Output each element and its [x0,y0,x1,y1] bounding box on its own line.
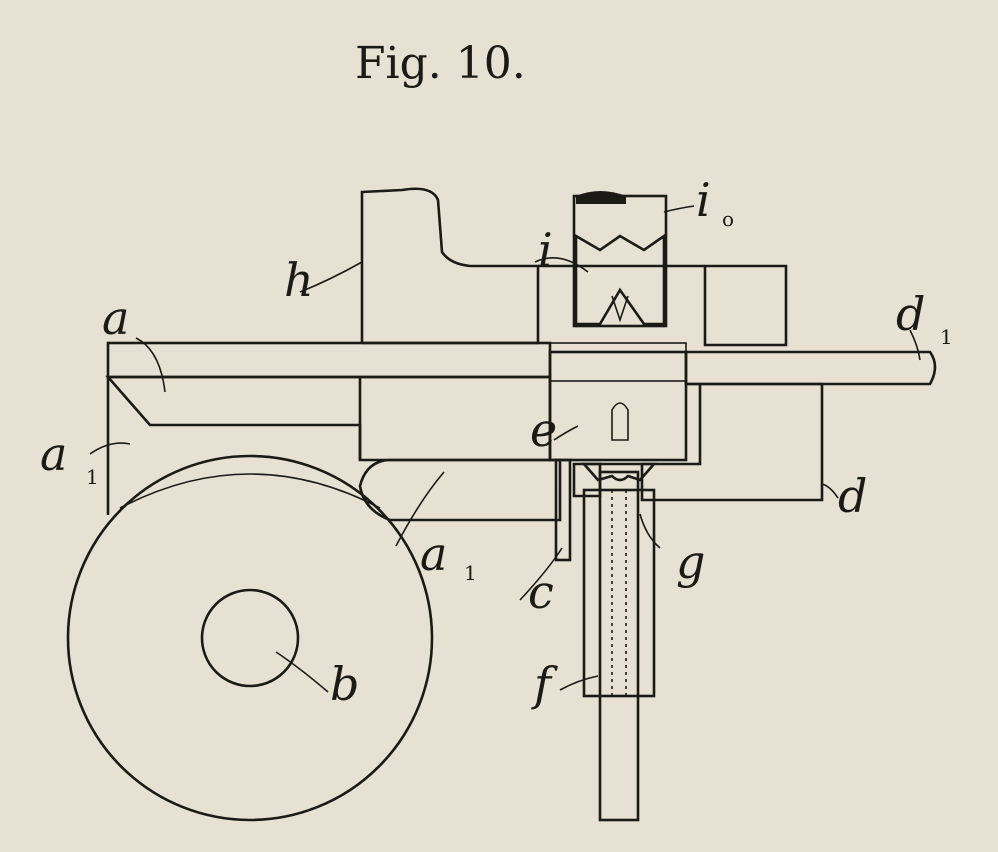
feed-wheel-hub [200,588,300,688]
plunger-head [581,462,657,482]
lower-slide-a1 [358,458,562,522]
label-i: i [538,223,553,277]
plunger-f [598,470,640,822]
punch-insert-i [574,233,666,326]
label-c: c [528,565,554,619]
guide-sleeve-c [554,458,572,562]
label-g: g [676,535,705,589]
ejector-e [611,402,629,441]
label-a1-left: a [40,427,67,481]
punch-notch [611,295,629,323]
leader-lines [89,205,921,693]
label-d: d [838,469,867,523]
label-a1-right: a [420,527,447,581]
label-f: f [531,657,558,711]
plunger-sleeve-g [582,488,656,698]
clamp-block-h [360,187,540,345]
label-i0: i [696,173,711,227]
plate-top-strip-right-d1 [684,350,937,386]
wheel-rim-shade [119,473,381,509]
clamp-block-h-right [703,264,788,347]
label-a1-left-sub: 1 [86,465,99,489]
label-h: h [284,253,314,307]
label-i0-sub: o [722,207,734,231]
feed-wheel-b [66,454,434,822]
label-e: e [530,403,557,457]
punch-stem-i [572,194,668,328]
label-d1-sub: 1 [940,325,953,349]
slide-plate-a [105,375,552,462]
die-bore [548,350,688,462]
plate-top-strip [106,341,552,379]
punch-cap-i0 [576,191,626,204]
die-bore-top [549,342,687,382]
label-d1: d [896,287,925,341]
label-a: a [102,291,129,345]
label-b: b [330,657,359,711]
figure-title: Fig. 10. [355,38,526,89]
die-body-d [640,382,824,502]
label-a1-right-sub: 1 [464,561,477,585]
